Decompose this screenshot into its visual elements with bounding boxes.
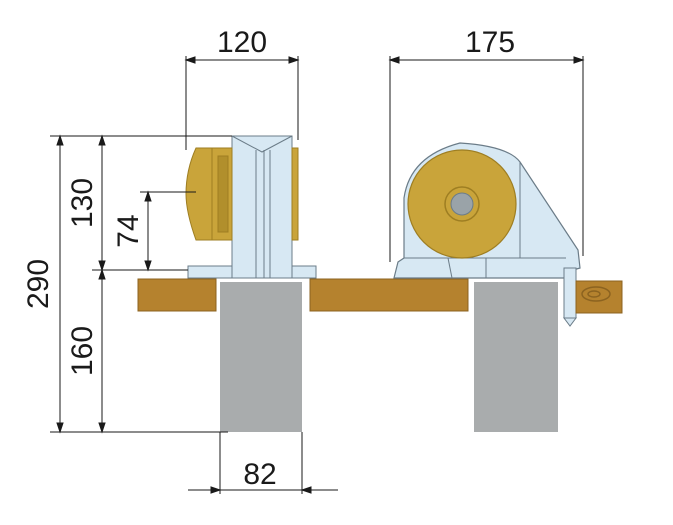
middle-wood-plank <box>309 278 469 312</box>
right-wheel-hub <box>450 192 474 216</box>
dim-175: 175 <box>465 26 515 59</box>
left-bracket-body <box>231 135 293 279</box>
left-wood-plank <box>137 278 217 312</box>
latch-pin <box>563 267 577 319</box>
dim-130: 130 <box>66 178 99 228</box>
left-wheel <box>185 147 213 241</box>
dim-160: 160 <box>66 326 99 376</box>
left-post <box>220 282 302 432</box>
dim-120: 120 <box>217 26 267 59</box>
dimension-lines <box>50 56 585 494</box>
dim-290: 290 <box>22 259 55 309</box>
dim-82: 82 <box>243 458 276 491</box>
dim-74: 74 <box>112 214 145 247</box>
right-post <box>474 282 558 432</box>
